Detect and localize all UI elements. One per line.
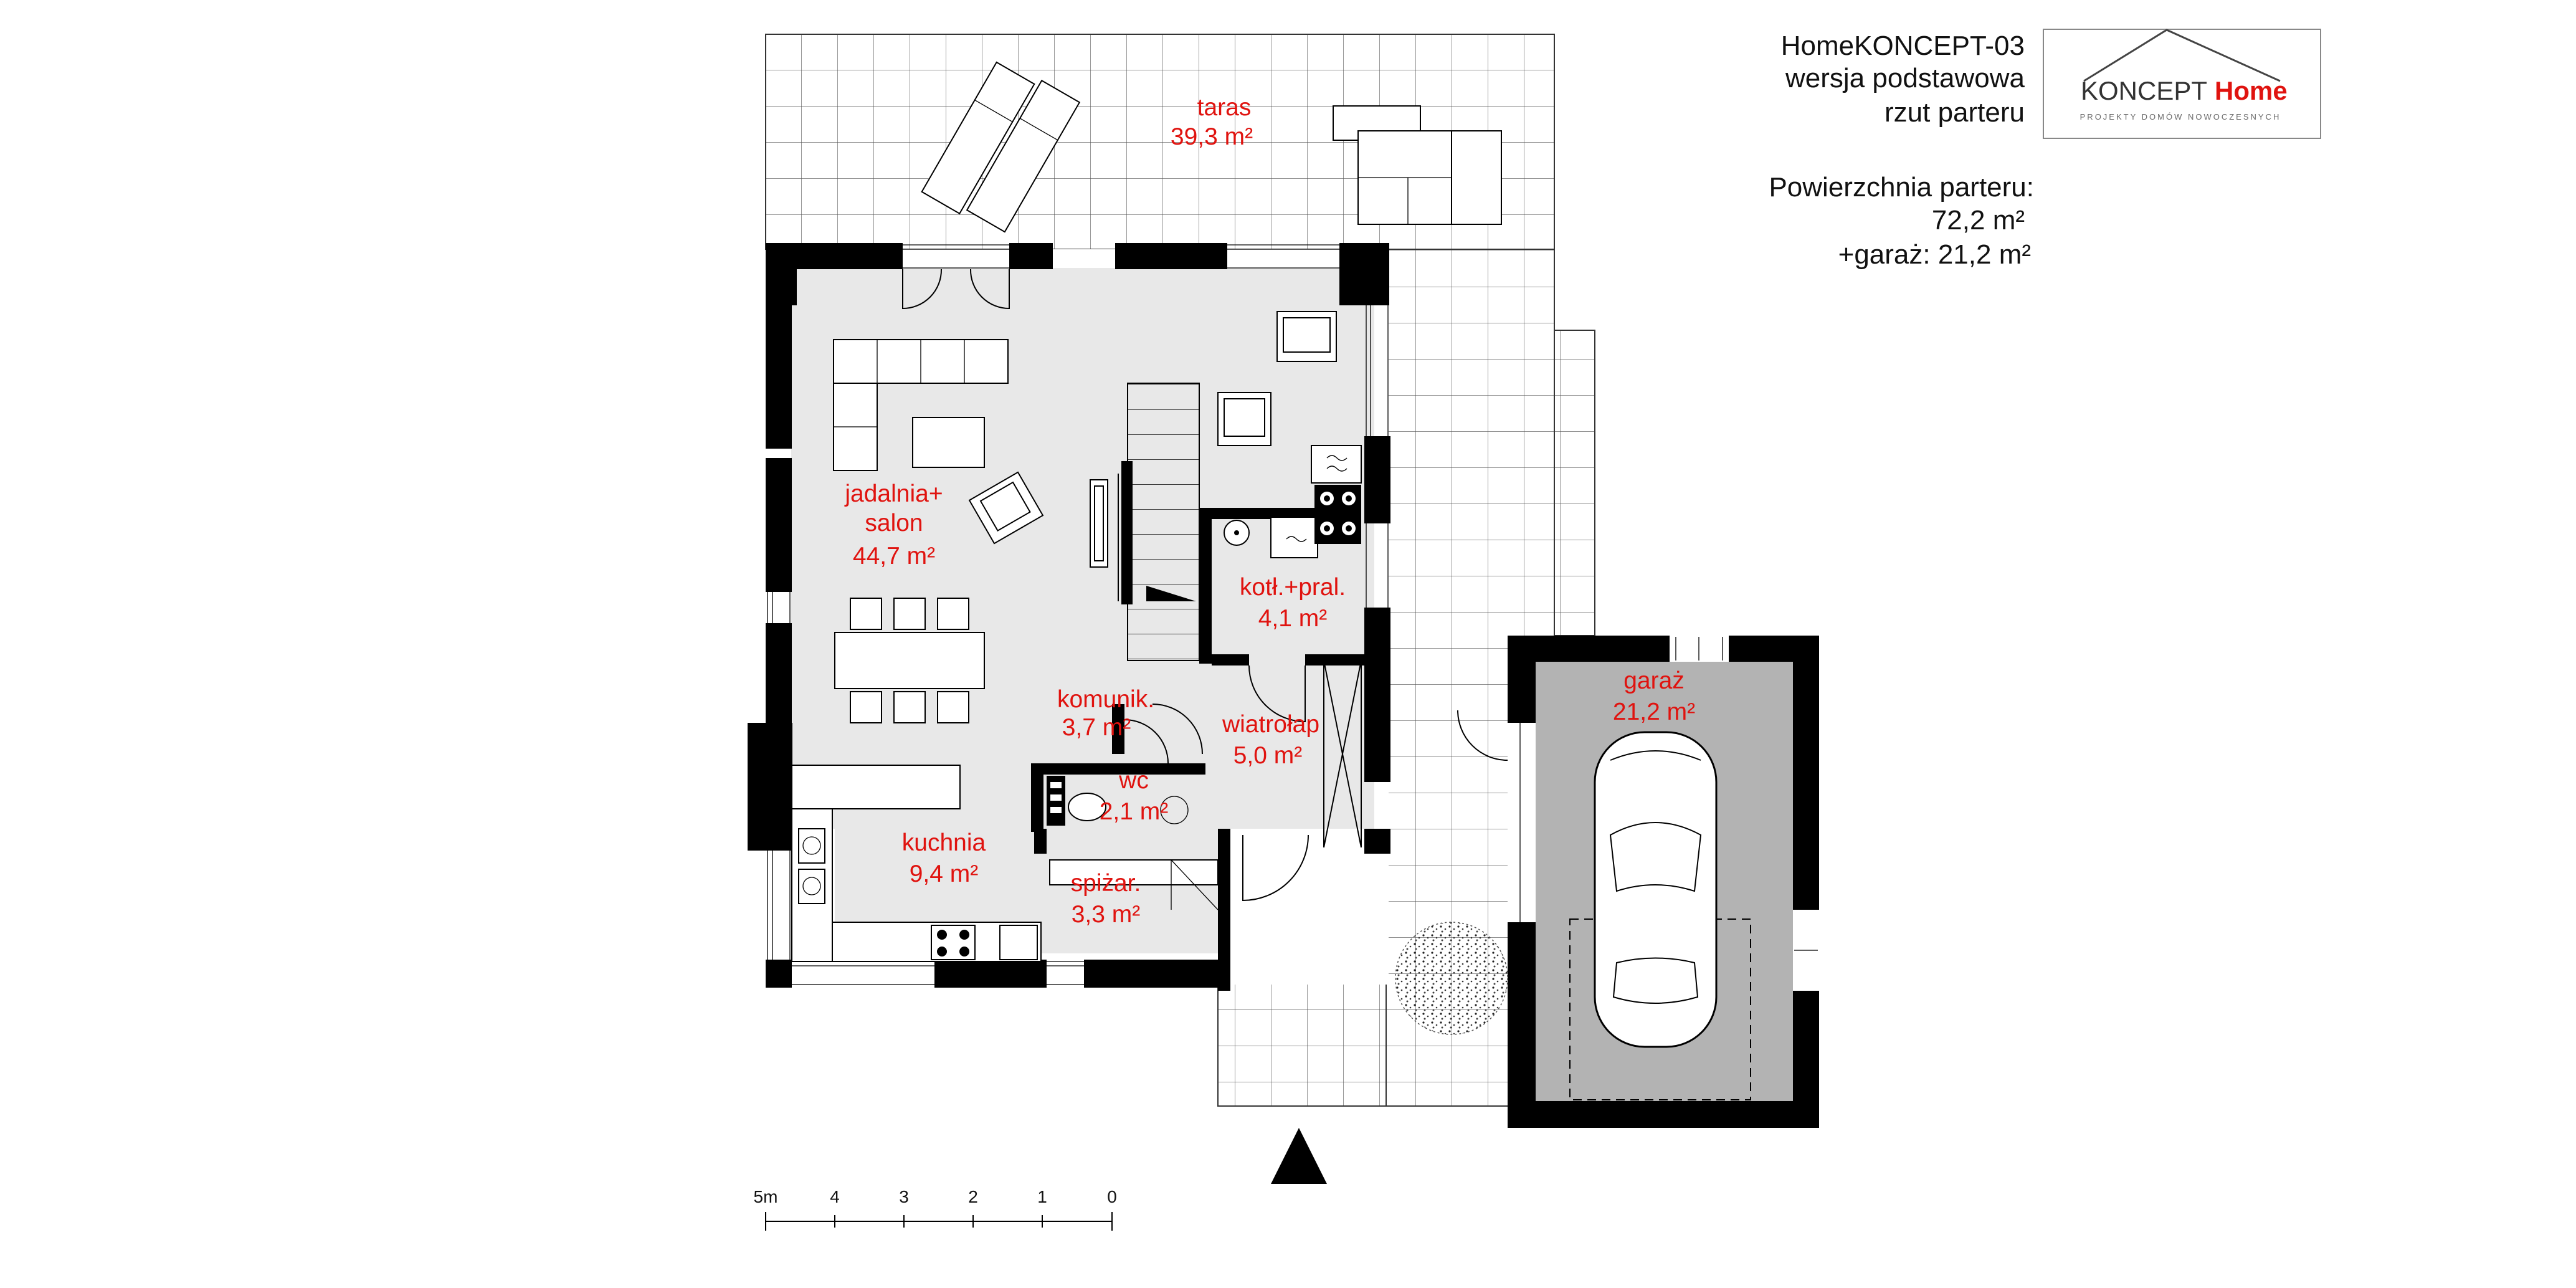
furniture [791,61,1502,962]
walls [748,243,1390,991]
project-name: HomeKONCEPT-03 [1781,31,2025,61]
room-name-taras: taras [1197,94,1252,121]
doors [902,269,1508,902]
scale-bar: 0 1 2 3 4 5m [754,1187,1117,1231]
room-area-komunik: 3,7 m² [1062,714,1131,741]
brand-logo: Home KONCEPT PROJEKTY DOMÓW NOWOCZESNYCH [2043,29,2321,139]
scale-tick-5: 5m [754,1187,778,1206]
scale-tick-0: 0 [1107,1187,1117,1206]
room-name-wiatrolap: wiatrołap [1222,711,1319,738]
logo-koncept-text: KONCEPT [2081,76,2207,105]
area-summary-ground: 72,2 m² [1932,205,2025,236]
area-summary-label: Powierzchnia parteru: [1769,172,2034,203]
room-name-wc: wc [1118,767,1149,794]
room-area-kuchnia: 9,4 m² [910,861,979,887]
project-variant: wersja podstawowa [1785,63,2025,93]
room-area-wc: 2,1 m² [1100,798,1169,825]
logo-tagline: PROJEKTY DOMÓW NOWOCZESNYCH [2080,112,2281,122]
scale-tick-2: 2 [968,1187,978,1206]
staircase [1118,383,1200,661]
project-header: HomeKONCEPT-03 wersja podstawowa rzut pa… [1769,31,2034,270]
room-area-salon: 44,7 m² [853,543,935,570]
room-name-kuchnia: kuchnia [902,829,986,856]
room-name-spizar: spiżar. [1071,870,1141,897]
logo-home-text: Home [2215,76,2288,105]
room-name-salon-2: salon [865,510,923,537]
scale-tick-1: 1 [1037,1187,1047,1206]
room-labels: taras 39,3 m² jadalnia+ salon 44,7 m² ko… [844,94,1695,928]
scale-tick-3: 3 [899,1187,909,1206]
scale-tick-4: 4 [830,1187,840,1206]
room-name-garaz: garaż [1623,667,1685,694]
car-icon [1594,731,1718,1048]
area-summary-garage: +garaż: 21,2 m² [1838,239,2031,270]
north-arrow-icon [1271,1128,1327,1184]
room-area-spizar: 3,3 m² [1072,901,1141,928]
room-area-taras: 39,3 m² [1171,123,1253,150]
room-name-komunik: komunik. [1057,686,1154,713]
room-name-salon-1: jadalnia+ [844,480,943,507]
room-name-kotl: kotł.+pral. [1240,574,1346,601]
garage [1508,636,1819,1128]
room-area-garaz: 21,2 m² [1613,699,1695,725]
project-view: rzut parteru [1884,97,2025,128]
room-area-wiatrolap: 5,0 m² [1233,742,1303,769]
windows [767,244,1389,985]
room-area-kotl: 4,1 m² [1258,605,1328,632]
shrub-icon [1395,922,1508,1035]
